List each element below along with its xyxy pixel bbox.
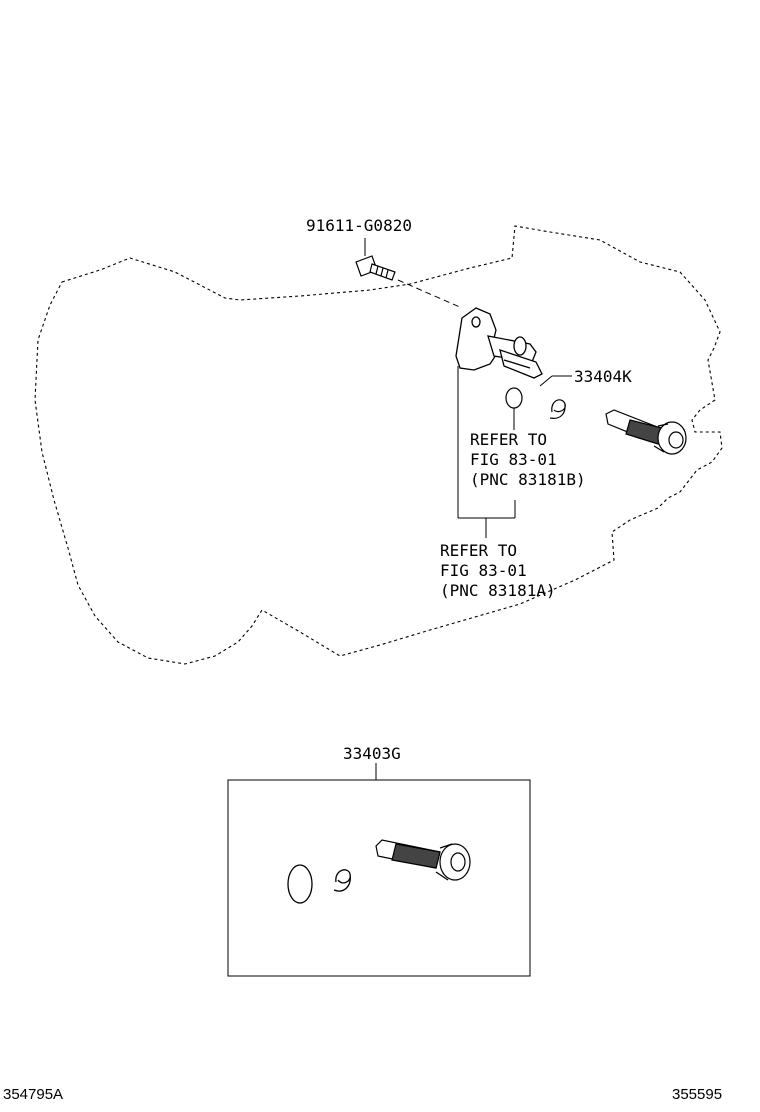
refer-b-line-3: (PNC 83181B) [470,470,586,489]
refer-b-line-2: FIG 83-01 [470,450,557,469]
kit-part-label: 33403G [343,744,401,763]
kit-o-ring-icon [287,864,313,904]
footer-right-code: 355595 [672,1086,723,1103]
bolt-phantom-line [397,279,463,309]
kit-driven-gear-icon [375,839,471,881]
refer-a-line-3: (PNC 83181A) [440,581,556,600]
sleeve-icon [455,307,543,379]
refer-b-line-1: REFER TO [470,430,548,449]
bolt-part-label: 91611-G0820 [306,216,412,235]
refer-a-line-1: REFER TO [440,541,518,560]
transmission-case-outline [34,225,723,665]
o-ring-icon [505,387,523,409]
kit-box [227,779,531,977]
driven-gear-icon [605,409,687,455]
refer-a-line-2: FIG 83-01 [440,561,527,580]
refer-a-bracket [457,366,516,538]
kit-clip-icon [333,869,351,892]
clip-leader [539,375,553,387]
clip-icon [549,399,566,419]
bolt-icon [355,255,396,281]
gear-part-label: 33404K [574,367,632,386]
footer-left-code: 354795A [3,1086,64,1103]
